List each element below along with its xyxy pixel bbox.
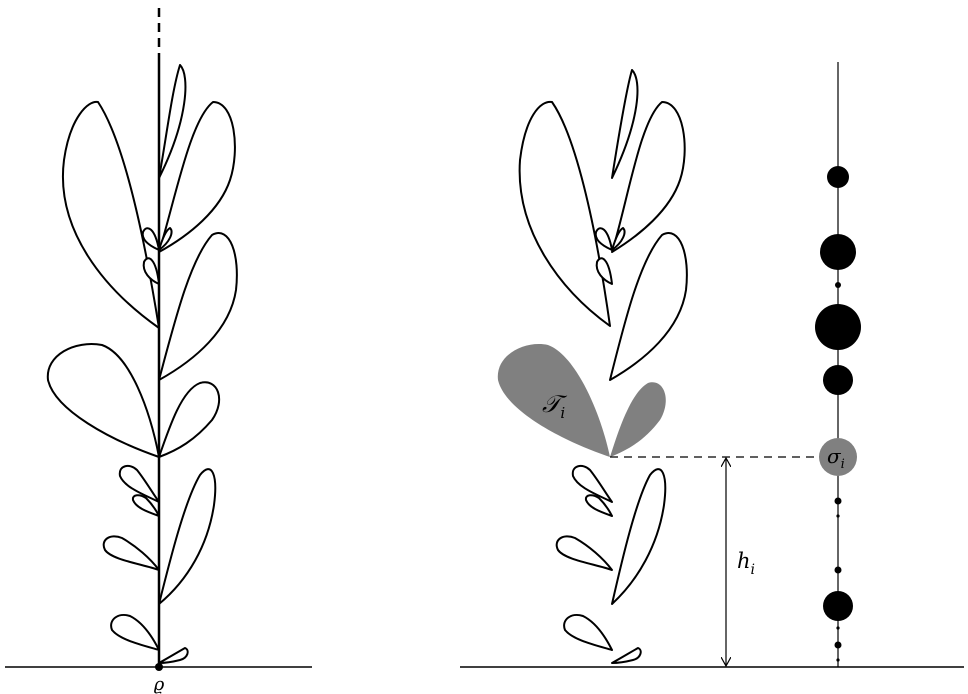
left-leaf-right-3 (158, 468, 217, 605)
root-label: ϱ (154, 674, 165, 694)
mass-atom-12 (836, 658, 840, 662)
mass-atom-5 (823, 365, 853, 395)
right-leaf-root-small (611, 647, 642, 664)
right-leaf-low-2 (584, 494, 613, 517)
right-leaf-low-4 (563, 614, 613, 651)
left-leaf-right-1 (158, 101, 236, 253)
right-leaf-large-top (518, 100, 611, 327)
sigma-label: σi (827, 444, 845, 472)
mass-atom-7 (836, 514, 840, 518)
mass-atom-6 (834, 497, 842, 505)
right-leaf-right-3 (611, 468, 667, 605)
left-leaf-small-b (158, 227, 173, 251)
subtree-highlight-left (497, 344, 610, 457)
left-leaf-large-top (61, 100, 160, 329)
height-label: hi (737, 549, 755, 578)
right-leaf-small-c (595, 257, 613, 285)
left-leaf-low-1 (118, 464, 160, 503)
left-tree: ϱ (5, 8, 312, 694)
left-leaf-wide-mid (46, 343, 160, 458)
left-leaf-small-c (142, 257, 160, 285)
mass-atom-1 (827, 166, 849, 188)
mass-atom-9 (823, 591, 853, 621)
left-leaf-low-2 (131, 494, 160, 517)
left-leaf-thin-top (158, 64, 187, 179)
left-leaf-root-small (158, 647, 189, 664)
mass-atom-10 (836, 626, 840, 630)
sigma-highlight-atom (819, 438, 857, 476)
root-dot (155, 663, 163, 671)
subtree-highlight-right (610, 382, 666, 457)
mass-atom-8 (834, 566, 842, 574)
right-leaf-right-1 (611, 101, 686, 253)
mass-atom-11 (834, 641, 842, 649)
left-leaf-low-3 (102, 535, 160, 571)
right-leaf-small-a (594, 227, 613, 251)
right-tree: 𝒯i hi σi (460, 62, 964, 668)
right-leaf-thin-top (611, 69, 639, 179)
mass-atom-3 (835, 282, 841, 288)
mass-atom-4 (815, 304, 861, 350)
left-leaf-right-upper (158, 381, 221, 458)
right-leaf-right-2 (609, 232, 688, 381)
right-leaf-small-b (611, 227, 626, 251)
mass-atom-2 (820, 234, 856, 270)
left-leaf-low-4 (110, 614, 160, 651)
right-leaf-low-1 (571, 464, 613, 503)
left-leaf-small-a (141, 227, 160, 251)
left-leaf-right-2 (158, 232, 238, 381)
right-leaf-low-3 (555, 535, 613, 571)
